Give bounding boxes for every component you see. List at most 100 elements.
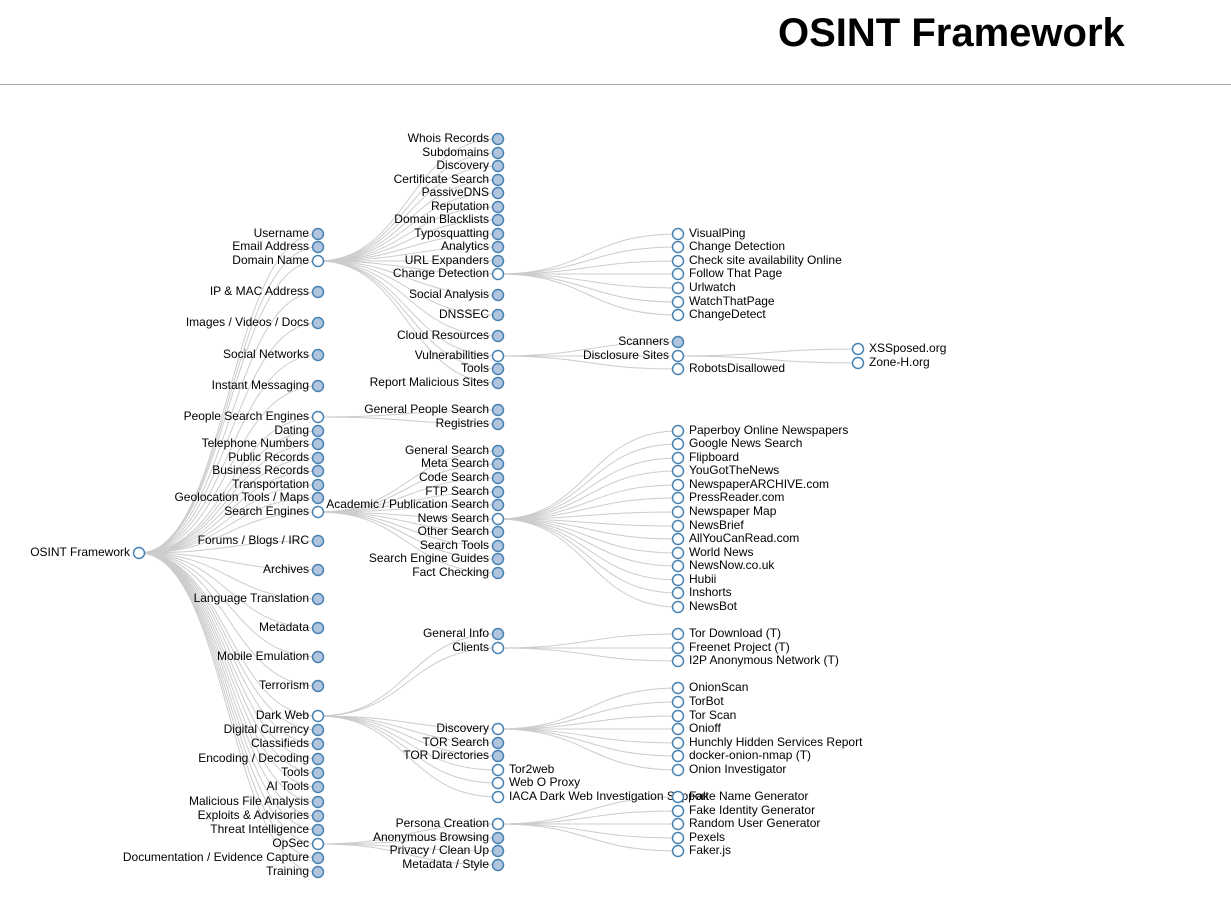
node-toggle-circle[interactable] [491,844,505,858]
tree-node-ftp-search[interactable]: FTP Search [425,484,505,499]
node-label[interactable]: Search Engine Guides [369,551,489,565]
node-toggle-circle[interactable] [311,316,325,330]
tree-node-tor-download-t[interactable]: Tor Download (T) [671,626,782,641]
node-label[interactable]: IACA Dark Web Investigation Support [509,789,710,803]
node-toggle-circle[interactable] [311,563,325,577]
tree-node-newsbrief[interactable]: NewsBrief [671,518,745,533]
node-label[interactable]: Domain Name [232,253,309,267]
tree-node-report-malicious-sites[interactable]: Report Malicious Sites [370,375,505,390]
tree-node-onion-investigator[interactable]: Onion Investigator [671,762,787,777]
tree-node-classifieds[interactable]: Classifieds [251,736,325,751]
node-toggle-circle[interactable] [491,288,505,302]
tree-node-cloud-resources[interactable]: Cloud Resources [397,328,505,343]
node-toggle-circle[interactable] [671,424,685,438]
node-label[interactable]: Search Engines [224,504,309,518]
node-toggle-circle[interactable] [671,227,685,241]
node-toggle-circle[interactable] [491,512,505,526]
node-label[interactable]: Fake Name Generator [689,789,808,803]
tree-node-pexels[interactable]: Pexels [671,830,726,845]
node-label[interactable]: Scanners [618,334,669,348]
tree-node-code-search[interactable]: Code Search [419,470,505,485]
node-label[interactable]: Report Malicious Sites [370,375,489,389]
node-toggle-circle[interactable] [851,356,865,370]
node-label[interactable]: Language Translation [194,591,309,605]
node-toggle-circle[interactable] [311,737,325,751]
node-toggle-circle[interactable] [671,254,685,268]
node-label[interactable]: Disclosure Sites [583,348,669,362]
tree-node-transportation[interactable]: Transportation [232,477,325,492]
tree-node-disclosure-sites[interactable]: Disclosure Sites [583,348,685,363]
node-label[interactable]: AllYouCanRead.com [689,531,799,545]
node-label[interactable]: People Search Engines [184,409,309,423]
node-label[interactable]: FTP Search [425,484,489,498]
node-label[interactable]: Geolocation Tools / Maps [174,490,309,504]
node-label[interactable]: Digital Currency [224,722,309,736]
node-toggle-circle[interactable] [132,546,146,560]
tree-node-newsbot[interactable]: NewsBot [671,599,738,614]
tree-node-tor2web[interactable]: Tor2web [491,762,555,777]
node-label[interactable]: General People Search [364,402,489,416]
node-label[interactable]: Dating [274,423,309,437]
tree-node-tor-scan[interactable]: Tor Scan [671,708,737,723]
tree-node-hubii[interactable]: Hubii [671,572,717,587]
tree-node-instant-messaging[interactable]: Instant Messaging [212,378,325,393]
node-toggle-circle[interactable] [671,505,685,519]
node-toggle-circle[interactable] [671,844,685,858]
node-label[interactable]: NewsBot [689,599,738,613]
node-toggle-circle[interactable] [491,566,505,580]
node-label[interactable]: Subdomains [422,145,489,159]
tree-node-anonymous-browsing[interactable]: Anonymous Browsing [373,830,505,845]
node-toggle-circle[interactable] [491,552,505,566]
node-label[interactable]: Metadata [259,620,309,634]
node-toggle-circle[interactable] [311,723,325,737]
node-label[interactable]: Training [266,864,309,878]
tree-node-people-search-engines[interactable]: People Search Engines [184,409,325,424]
tree-node-opsec[interactable]: OpSec [272,836,325,851]
node-toggle-circle[interactable] [671,478,685,492]
tree-node-newspaperarchive-com[interactable]: NewspaperARCHIVE.com [671,477,830,492]
node-toggle-circle[interactable] [671,790,685,804]
node-toggle-circle[interactable] [491,444,505,458]
tree-node-urlwatch[interactable]: Urlwatch [671,280,736,295]
tree-node-training[interactable]: Training [266,864,325,879]
tree-node-discovery[interactable]: Discovery [436,721,505,736]
node-label[interactable]: Freenet Project (T) [689,640,790,654]
node-label[interactable]: Vulnerabilities [415,348,489,362]
node-toggle-circle[interactable] [311,851,325,865]
node-label[interactable]: Threat Intelligence [210,822,309,836]
node-label[interactable]: Google News Search [689,436,802,450]
node-label[interactable]: Faker.js [689,843,731,857]
tree-node-language-translation[interactable]: Language Translation [194,591,325,606]
node-toggle-circle[interactable] [311,437,325,451]
node-toggle-circle[interactable] [311,379,325,393]
node-label[interactable]: Follow That Page [689,266,782,280]
node-toggle-circle[interactable] [311,752,325,766]
node-label[interactable]: Random User Generator [689,816,820,830]
tree-node-dark-web[interactable]: Dark Web [256,708,325,723]
node-label[interactable]: Forums / Blogs / IRC [198,533,310,547]
node-label[interactable]: Instant Messaging [212,378,309,392]
node-label[interactable]: Privacy / Clean Up [390,843,490,857]
node-label[interactable]: Public Records [228,450,309,464]
node-label[interactable]: OnionScan [689,680,748,694]
tree-node-changedetect[interactable]: ChangeDetect [671,307,767,322]
tree-node-iaca-dark-web-investigation-support[interactable]: IACA Dark Web Investigation Support [491,789,710,804]
tree-node-telephone-numbers[interactable]: Telephone Numbers [202,436,325,451]
node-toggle-circle[interactable] [491,627,505,641]
tree-node-hunchly-hidden-services-report[interactable]: Hunchly Hidden Services Report [671,735,864,750]
tree-node-visualping[interactable]: VisualPing [671,226,746,241]
node-label[interactable]: Web O Proxy [509,775,580,789]
node-toggle-circle[interactable] [491,403,505,417]
node-toggle-circle[interactable] [491,471,505,485]
node-label[interactable]: Domain Blacklists [394,212,489,226]
tree-node-forums-blogs-irc[interactable]: Forums / Blogs / IRC [198,533,325,548]
tree-node-domain-blacklists[interactable]: Domain Blacklists [394,212,505,227]
tree-node-digital-currency[interactable]: Digital Currency [224,722,325,737]
node-toggle-circle[interactable] [491,267,505,281]
tree-node-random-user-generator[interactable]: Random User Generator [671,816,821,831]
node-toggle-circle[interactable] [671,559,685,573]
tree-node-tools[interactable]: Tools [461,361,505,376]
node-toggle-circle[interactable] [311,837,325,851]
node-label[interactable]: Zone-H.org [869,355,930,369]
tree-node-freenet-project-t[interactable]: Freenet Project (T) [671,640,790,655]
